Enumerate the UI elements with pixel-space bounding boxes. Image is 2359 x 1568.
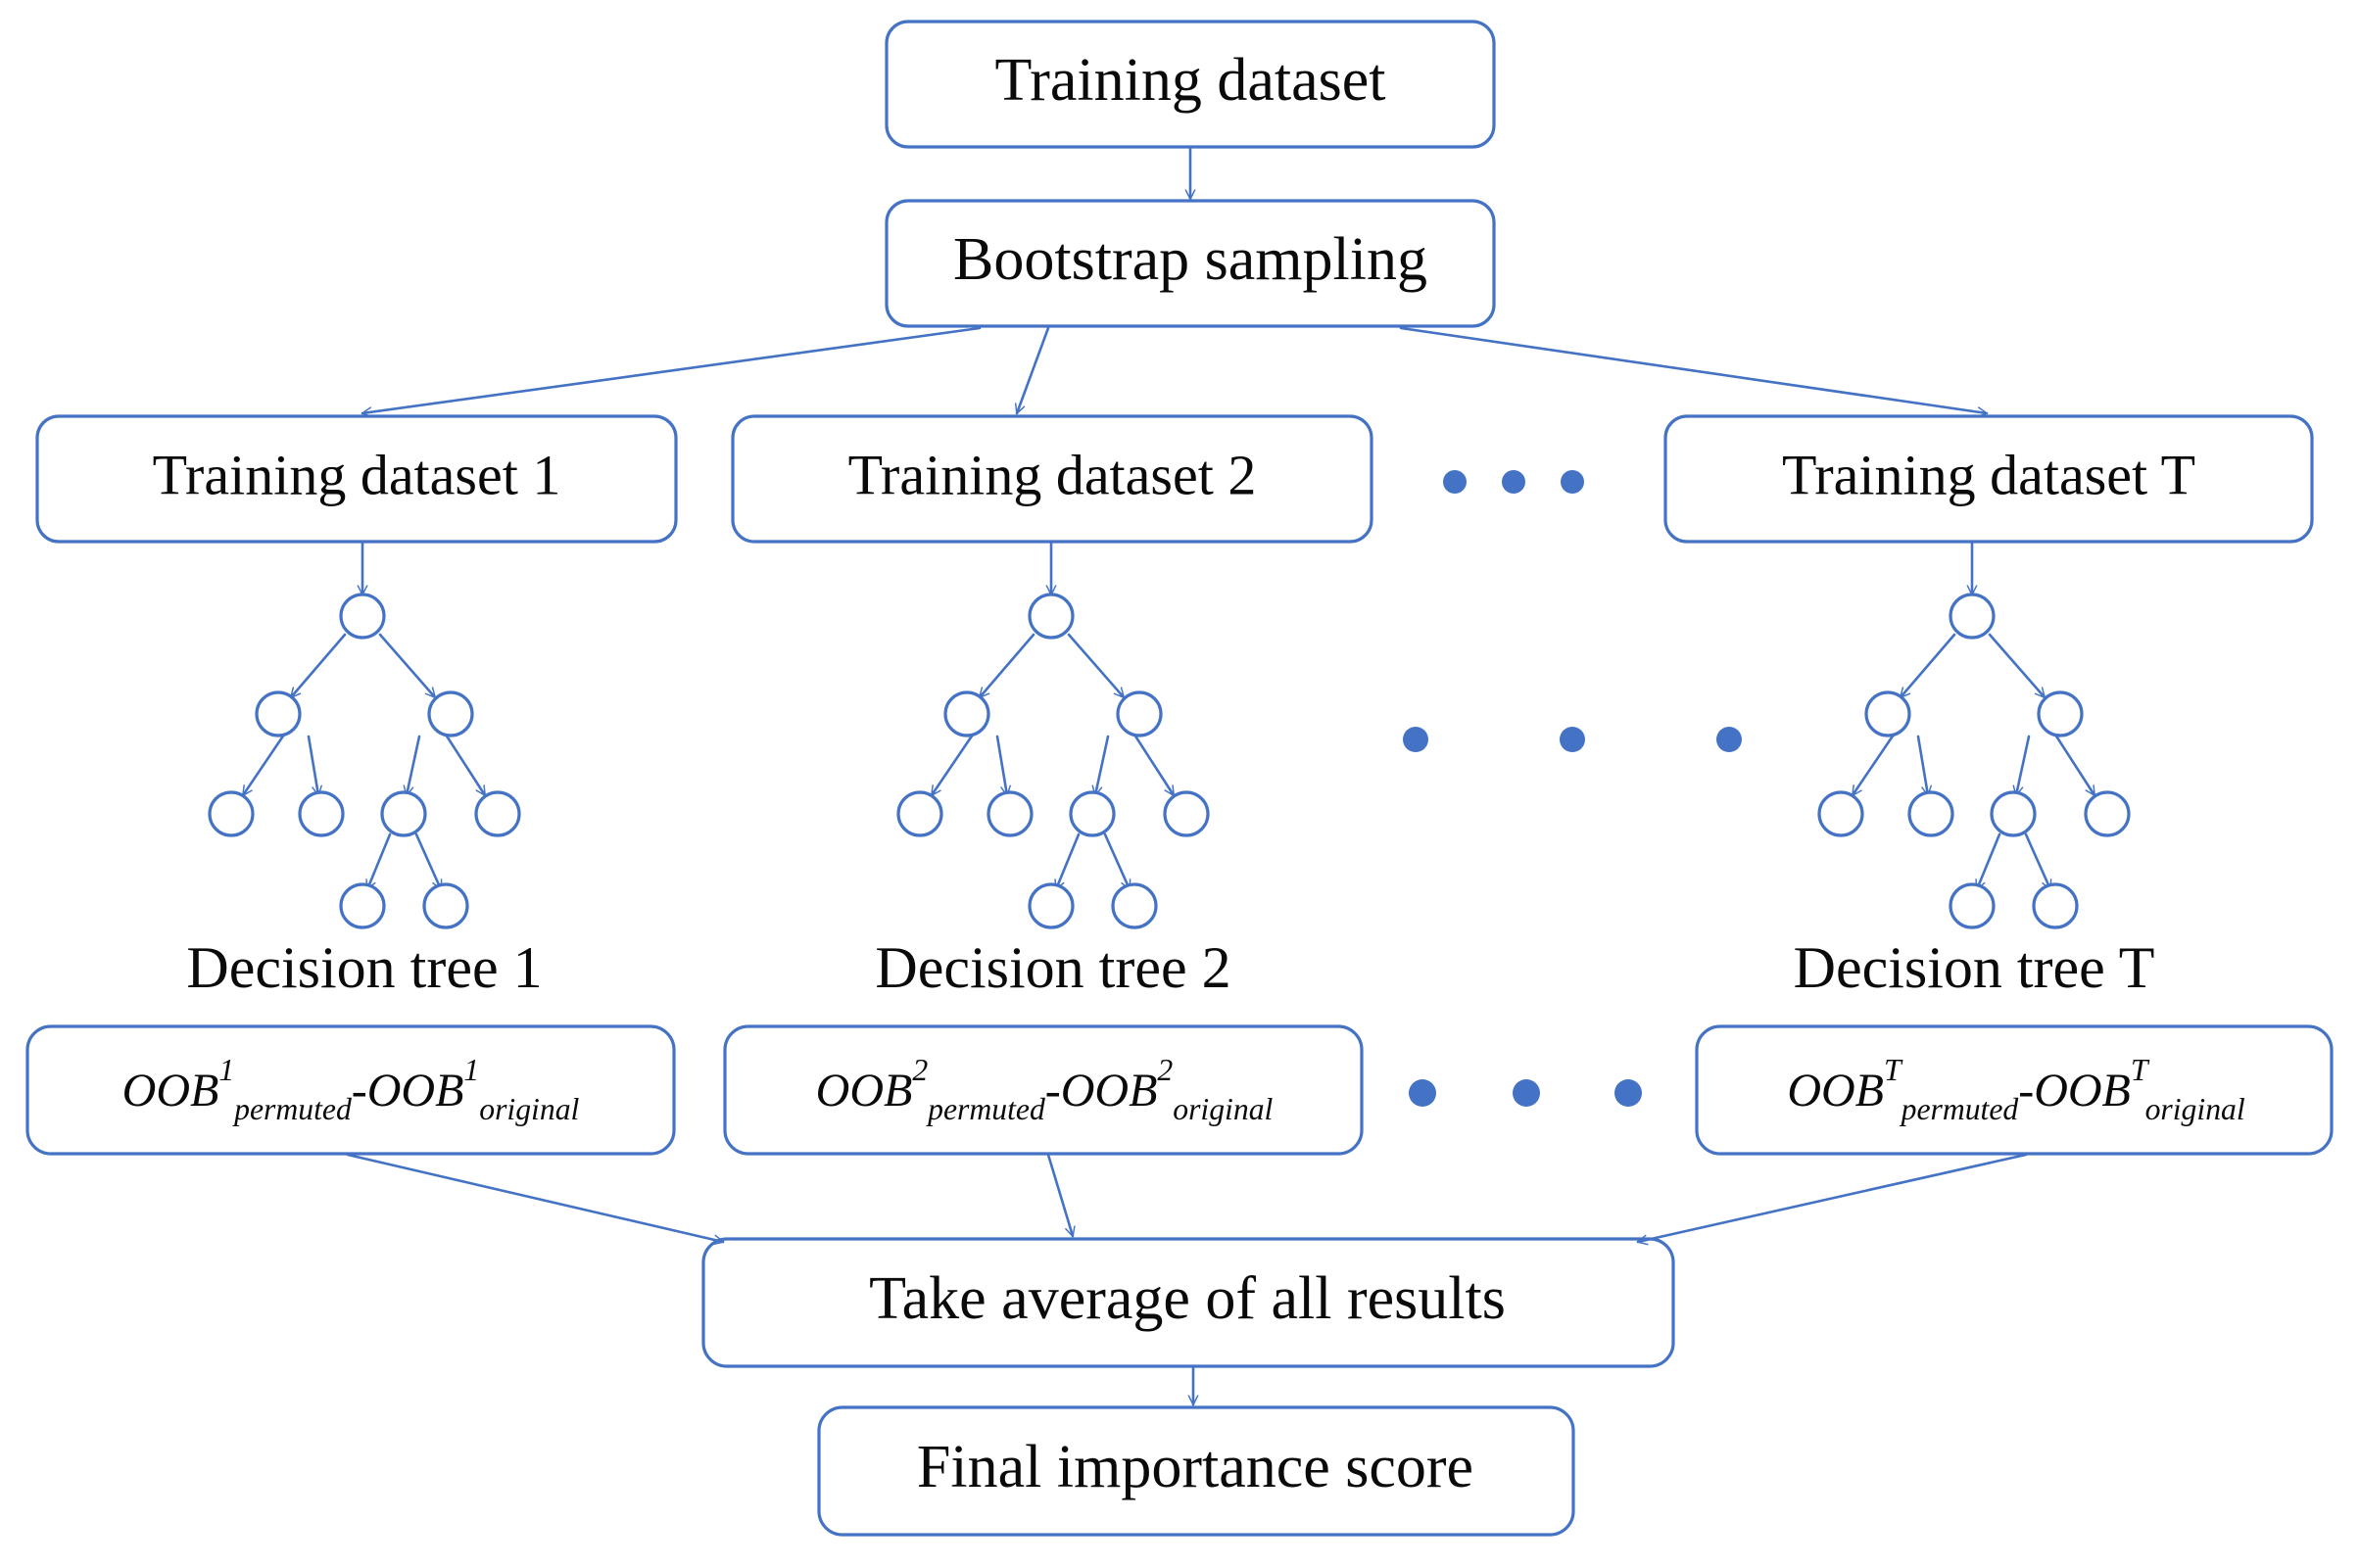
tree-node	[896, 790, 943, 837]
tree-node	[943, 690, 990, 737]
label-bootstrap-sampling: Bootstrap sampling	[953, 226, 1427, 293]
box-bootstrap-sampling[interactable]	[885, 199, 1496, 328]
tree-node	[208, 790, 255, 837]
tree-node	[1864, 690, 1911, 737]
label-decision-tree-2: Decision tree 2	[875, 935, 1230, 1000]
formula-oob-2: OOB2permuted-OOB2original	[816, 1053, 1274, 1126]
tree-node	[1949, 593, 1996, 640]
tree-node	[339, 593, 386, 640]
formula-superscript: 1	[218, 1053, 234, 1087]
formula-base-2: OOB	[367, 1065, 464, 1117]
formula-superscript: 2	[912, 1053, 928, 1087]
box-oob-formula-t[interactable]	[1695, 1024, 2334, 1156]
label-training-dataset-1: Training dataset 1	[153, 443, 561, 506]
label-take-average: Take average of all results	[869, 1265, 1506, 1332]
formula-operator: -	[352, 1065, 367, 1117]
formula-operator: -	[1045, 1065, 1061, 1117]
tree-node	[2084, 790, 2131, 837]
arrow-bootstrap-to-dataset-2	[1017, 326, 1050, 415]
tree-node	[2032, 882, 2079, 929]
formula-base: OOB	[816, 1065, 913, 1117]
tree-node	[474, 790, 521, 837]
tree-node	[255, 690, 302, 737]
formula-subscript-2: original	[2145, 1092, 2245, 1126]
tree-node	[2037, 690, 2084, 737]
formula-base: OOB	[1787, 1065, 1884, 1117]
tree-node	[339, 882, 386, 929]
formula-subscript-2: original	[1173, 1092, 1273, 1126]
box-training-dataset-1[interactable]	[35, 414, 678, 544]
tree-node	[427, 690, 474, 737]
formula-superscript: T	[1884, 1053, 1903, 1087]
box-training-dataset-t[interactable]	[1663, 414, 2314, 544]
box-oob-formula-1[interactable]	[25, 1024, 676, 1156]
formula-oob-t: OOBTpermuted-OOBToriginal	[1787, 1053, 2245, 1126]
formula-superscript-2: 1	[463, 1053, 479, 1087]
decision-tree-t-graph	[1817, 593, 2131, 929]
formula-operator: -	[2018, 1065, 2034, 1117]
ellipsis-datasets-row	[1443, 470, 1584, 494]
formula-superscript-2: 2	[1157, 1053, 1173, 1087]
tree-node	[1817, 790, 1864, 837]
formula-subscript-2: original	[479, 1092, 579, 1126]
tree-node	[1028, 593, 1075, 640]
label-training-dataset-t: Training dataset T	[1782, 443, 2195, 506]
formula-base-2: OOB	[2034, 1065, 2131, 1117]
formula-subscript: permuted	[926, 1092, 1045, 1126]
formula-oob-1: OOB1permuted-OOB1original	[122, 1053, 580, 1126]
tree-node	[380, 790, 427, 837]
tree-node	[1069, 790, 1116, 837]
tree-node	[987, 790, 1034, 837]
label-decision-tree-t: Decision tree T	[1794, 935, 2155, 1000]
arrow-bootstrap-to-dataset-1	[361, 326, 982, 413]
tree-node	[1907, 790, 1954, 837]
formula-subscript: permuted	[232, 1092, 352, 1126]
formula-base: OOB	[122, 1065, 219, 1117]
tree-node	[1116, 690, 1163, 737]
box-oob-formula-2[interactable]	[723, 1024, 1364, 1156]
arrow-oobt-to-average	[1636, 1153, 2028, 1242]
tree-node	[1163, 790, 1210, 837]
label-decision-tree-1: Decision tree 1	[186, 935, 542, 1000]
decision-tree-1-graph	[208, 593, 521, 929]
arrow-bootstrap-to-dataset-t	[1399, 326, 1989, 413]
tree-node	[1028, 882, 1075, 929]
label-training-dataset-2: Training dataset 2	[848, 443, 1257, 506]
label-final-score: Final importance score	[917, 1434, 1473, 1500]
decision-tree-2-graph	[896, 593, 1210, 929]
tree-node	[1990, 790, 2037, 837]
ellipsis-formulas-row	[1409, 1079, 1642, 1107]
box-final-score[interactable]	[817, 1405, 1575, 1537]
tree-node	[298, 790, 345, 837]
tree-node	[422, 882, 469, 929]
arrow-oob1-to-average	[346, 1153, 725, 1242]
arrow-oob2-to-average	[1046, 1153, 1073, 1238]
ellipsis-trees-row	[1403, 727, 1742, 752]
formula-subscript: permuted	[1900, 1092, 2019, 1126]
tree-node	[1949, 882, 1996, 929]
box-take-average[interactable]	[701, 1237, 1675, 1368]
tree-node	[1111, 882, 1158, 929]
formula-base-2: OOB	[1061, 1065, 1158, 1117]
label-training-dataset: Training dataset	[995, 47, 1386, 114]
